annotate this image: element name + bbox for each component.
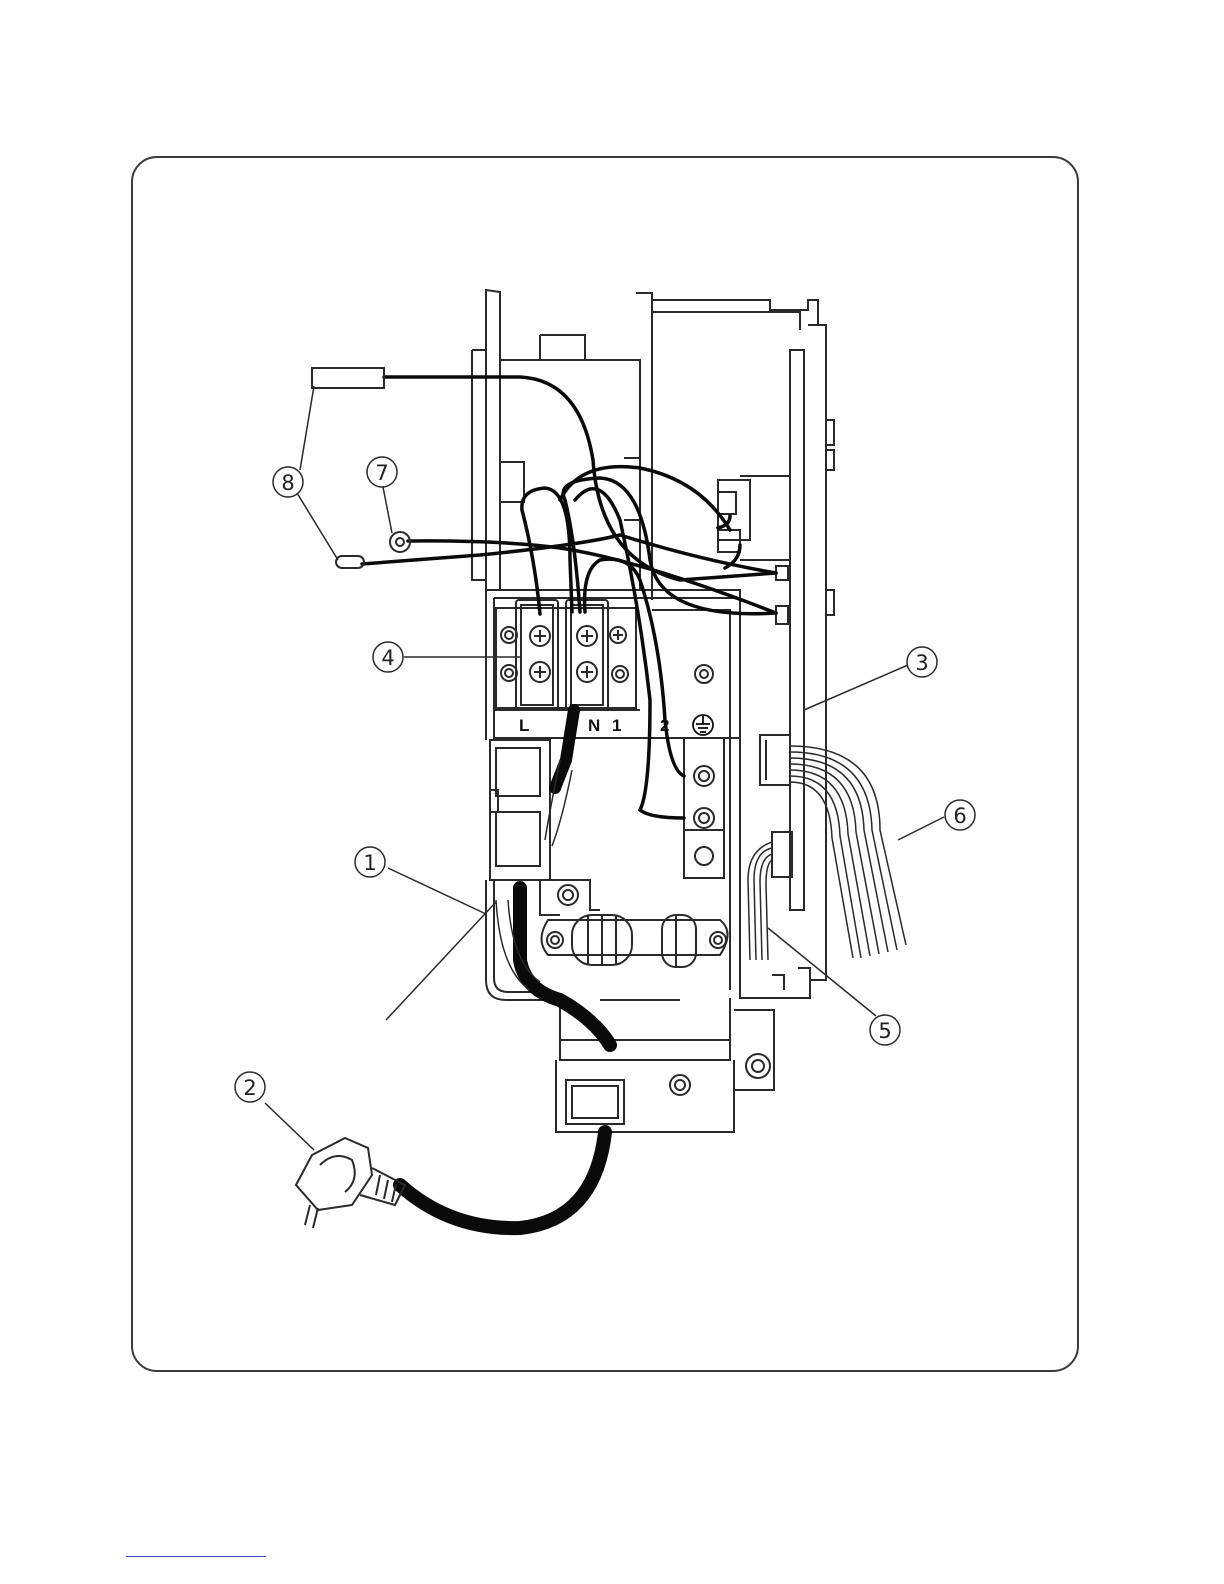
- callout-5: 5: [870, 1015, 900, 1045]
- callout-1: 1: [355, 847, 385, 877]
- terminal-label-n: N: [588, 716, 600, 735]
- callout-7-label: 7: [375, 461, 388, 485]
- callout-3-label: 3: [915, 651, 928, 675]
- control-box-housing: [472, 290, 834, 1132]
- callout-4: 4: [373, 642, 403, 672]
- small-harness: [748, 842, 772, 960]
- pcb-harness: [790, 746, 906, 958]
- terminal-label-1: 1: [612, 716, 621, 735]
- callout-2-label: 2: [243, 1076, 256, 1100]
- callout-5-label: 5: [878, 1019, 891, 1043]
- power-plug: [296, 1138, 405, 1228]
- callout-3: 3: [907, 647, 937, 677]
- ground-symbol-icon: [693, 715, 713, 735]
- footer-rule: [126, 1556, 266, 1557]
- callout-8-label: 8: [281, 471, 294, 495]
- callout-6: 6: [945, 800, 975, 830]
- callout-1-label: 1: [363, 851, 376, 875]
- callout-2: 2: [235, 1072, 265, 1102]
- callout-7: 7: [367, 457, 397, 487]
- mains-cable: [400, 710, 610, 1228]
- terminal-label-l: L: [519, 716, 529, 735]
- terminal-label-2: 2: [660, 716, 669, 735]
- callout-4-label: 4: [381, 646, 394, 670]
- sensor-probes: [312, 368, 384, 568]
- callout-8: 8: [273, 467, 303, 497]
- callout-6-label: 6: [953, 804, 966, 828]
